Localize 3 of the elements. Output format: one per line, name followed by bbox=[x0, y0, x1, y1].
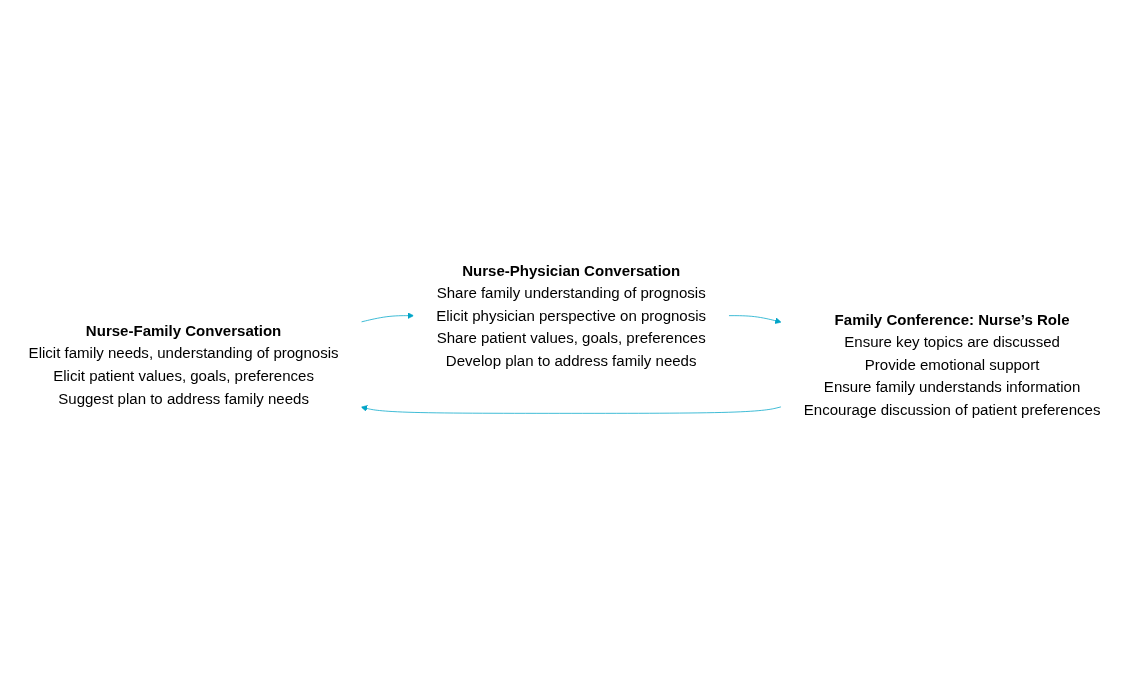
node-text: Family Conference: Nurse’s Role Ensure key topics are discussed Provide emotional support Ensure family understands information Encourage discussion of patient preferences bbox=[803, 311, 1101, 419]
node-text: Nurse-Family Conversation Elicit family needs, understanding of prognosis Elicit patient values, goals, preferences Suggest plan to address family needs bbox=[28, 322, 339, 407]
node-text: Nurse-Physician Conversation Share family understanding of prognosis Elicit physician perspective on prognosis Share patient values, goals, preferences Develop plan to address family needs bbox=[436, 262, 707, 370]
